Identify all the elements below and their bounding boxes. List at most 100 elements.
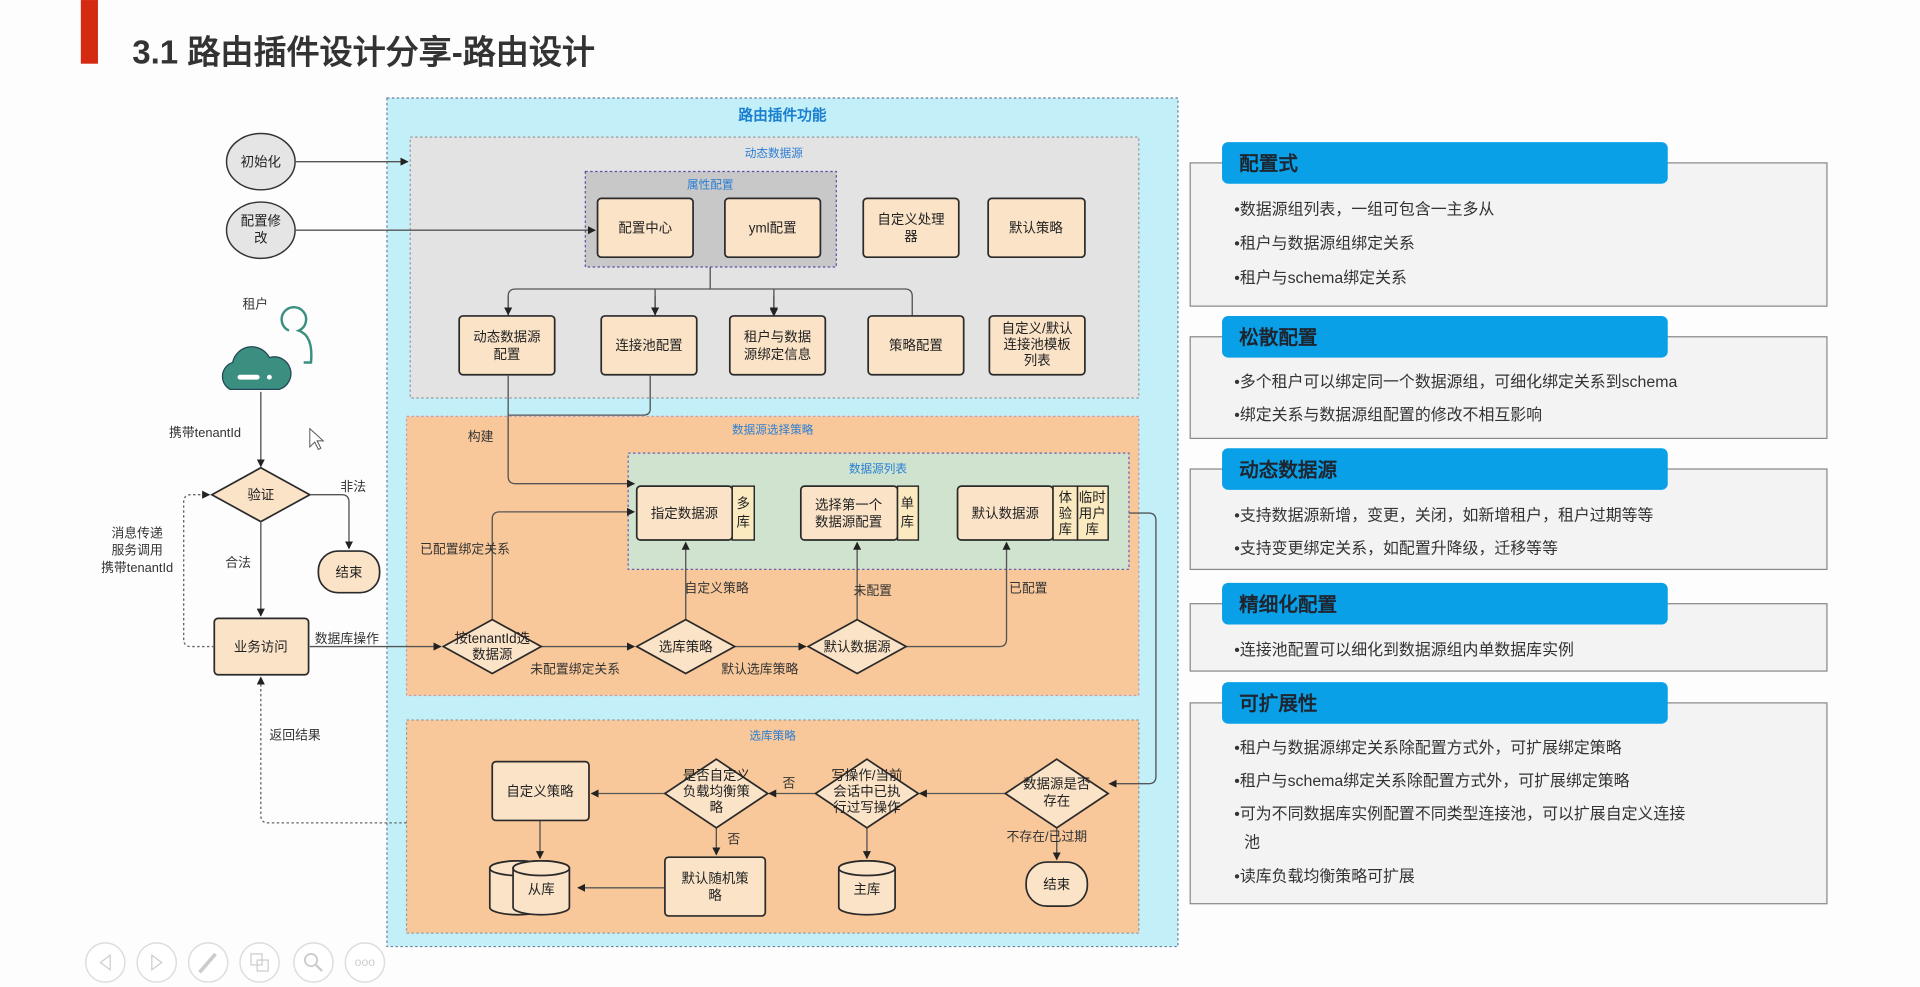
custom-handler-node: 自定义处理器 [862,197,960,259]
svg-text:按tenantId选数据源: 按tenantId选数据源 [454,631,530,662]
bound-label: 已配置绑定关系 [420,542,510,557]
mouse-cursor-icon [309,427,325,451]
svg-text:策略配置: 策略配置 [889,337,943,353]
slide-title: 3.1 路由插件设计分享-路由设计 [132,35,595,72]
svg-text:配置式: 配置式 [1239,152,1298,175]
pen-icon [198,952,217,974]
not-exist-label: 不存在/已过期 [1007,829,1088,844]
prop-config-title: 属性配置 [687,178,734,192]
default-strategy-node: 默认策略 [987,197,1086,259]
svg-text:临时用户库: 临时用户库 [1079,490,1106,537]
svg-text:自定义/默认连接池模板列表: 自定义/默认连接池模板列表 [1002,321,1074,368]
svg-text:默认策略: 默认策略 [1009,220,1063,236]
svg-text:选库策略: 选库策略 [659,638,713,654]
svg-text:从库: 从库 [528,882,555,897]
svg-text:•多个租户可以绑定同一个数据源组，可细化绑定关系到schem: •多个租户可以绑定同一个数据源组，可细化绑定关系到schema [1234,373,1677,391]
message-label: 消息传递服务调用携带tenantId [101,526,173,575]
config-change-node: 配置修改 [225,201,296,260]
pool-template-node: 自定义/默认连接池模板列表 [988,315,1086,376]
svg-text:主库: 主库 [853,882,880,897]
end-node-right: 结束 [1025,861,1089,908]
custom-strategy-node: 自定义策略 [491,760,590,822]
svg-text:体验库: 体验库 [1059,490,1073,537]
svg-text:单库: 单库 [901,496,914,529]
business-access-node[interactable]: 业务访问 [213,617,310,676]
carry-tenant-label: 携带tenantId [169,425,241,440]
svg-text:•读库负载均衡策略可扩展: •读库负载均衡策略可扩展 [1234,868,1415,886]
svg-text:•租户与schema绑定关系除配置方式外，可扩展绑定策略: •租户与schema绑定关系除配置方式外，可扩展绑定策略 [1234,772,1629,790]
card-extensibility: 可扩展性 •租户与数据源绑定关系除配置方式外，可扩展绑定策略 •租户与schem… [1189,682,1828,905]
tenant-label: 租户 [242,297,268,312]
verify-diamond: 验证 [210,466,312,523]
svg-text:默认数据源: 默认数据源 [824,639,891,654]
svg-text:多库: 多库 [737,495,750,529]
more-button[interactable]: ooo [344,942,386,983]
specified-ds-node: 指定数据源 多库 [635,485,756,541]
write-op-diamond: 写操作/当前会话中已执行过写操作 [813,758,920,829]
svg-text:是否自定义负载均衡策略: 是否自定义负载均衡策略 [683,768,751,815]
yml-config-node: yml配置 [724,197,822,259]
slave-db-icon: 从库 [488,859,571,916]
dynamic-ds-title: 动态数据源 [745,146,804,160]
svg-text:•可为不同数据库实例配置不同类型连接池，可以扩展自定义连接: •可为不同数据库实例配置不同类型连接池，可以扩展自定义连接 [1234,805,1685,823]
card-config: 配置式 •数据源组列表，一组可包含一主多从 •租户与数据源组绑定关系 •租户与s… [1189,142,1828,307]
pen-button[interactable] [187,942,229,983]
svg-text:•连接池配置可以细化到数据源组内单数据库实例: •连接池配置可以细化到数据源组内单数据库实例 [1234,641,1574,659]
svg-text:•支持变更绑定关系，如配置升降级，迁移等等: •支持变更绑定关系，如配置升降级，迁移等等 [1234,540,1558,558]
svg-text:初始化: 初始化 [241,155,281,170]
not-configured-label: 未配置 [853,583,892,598]
svg-text:自定义策略: 自定义策略 [506,783,574,799]
svg-text:•支持数据源新增，变更，关闭，如新增租户，租户过期等等: •支持数据源新增，变更，关闭，如新增租户，租户过期等等 [1234,506,1653,524]
svg-text:结束: 结束 [336,565,363,580]
svg-text:动态数据源: 动态数据源 [1239,458,1337,481]
ds-exists-diamond: 数据源是否存在 [1003,758,1110,829]
slides-button[interactable] [239,942,280,983]
illegal-label: 非法 [340,479,366,494]
svg-text:•租户与数据源组绑定关系: •租户与数据源组绑定关系 [1234,235,1415,253]
next-icon [151,953,163,972]
init-node: 初始化 [225,132,296,191]
svg-text:池: 池 [1244,833,1260,851]
pool-config-node: 连接池配置 [600,315,698,376]
prev-slide-button[interactable] [84,942,126,983]
title-accent-bar [80,0,98,64]
config-center-node: 配置中心 [596,197,694,259]
svg-text:•数据源组列表，一组可包含一主多从: •数据源组列表，一组可包含一主多从 [1234,200,1494,218]
end-node-left: 结束 [317,550,381,594]
no-label-2: 否 [727,832,740,847]
more-icon: ooo [355,955,376,969]
ds-list-title: 数据源列表 [849,462,908,476]
svg-text:•绑定关系与数据源组配置的修改不相互影响: •绑定关系与数据源组配置的修改不相互影响 [1234,406,1542,424]
svg-text:指定数据源: 指定数据源 [651,506,718,521]
legal-label: 合法 [225,555,251,570]
tenant-cloud-user-icon [221,306,313,391]
routing-plugin-title: 路由插件功能 [738,106,826,124]
ds-config-node: 动态数据源配置 [458,315,556,376]
svg-text:可扩展性: 可扩展性 [1239,692,1317,715]
build-label: 构建 [468,429,494,444]
svg-text:结束: 结束 [1043,877,1070,892]
select-strategy-diamond: 选库策略 [634,618,737,675]
svg-text:配置中心: 配置中心 [618,221,672,236]
zoom-icon [303,952,319,968]
prev-icon [99,953,111,972]
tenant-binding-node: 租户与数据源绑定信息 [728,315,827,376]
zoom-button[interactable] [293,942,334,983]
svg-text:•租户与数据源绑定关系除配置方式外，可扩展绑定策略: •租户与数据源绑定关系除配置方式外，可扩展绑定策略 [1234,739,1621,757]
svg-text:yml配置: yml配置 [749,221,797,236]
svg-text:数据源是否存在: 数据源是否存在 [1023,777,1090,809]
svg-text:配置修改: 配置修改 [241,213,282,245]
next-slide-button[interactable] [136,942,178,983]
db-select-title: 选库策略 [749,729,796,743]
svg-text:松散配置: 松散配置 [1239,326,1317,349]
strategy-config-node: 策略配置 [867,315,965,376]
card-fine-config: 精细化配置 •连接池配置可以细化到数据源组内单数据库实例 [1189,582,1828,672]
svg-text:选择第一个数据源配置: 选择第一个数据源配置 [815,496,883,529]
random-strategy-node: 默认随机策略 [664,856,767,917]
svg-text:租户与数据源绑定信息: 租户与数据源绑定信息 [744,329,811,362]
svg-text:•租户与schema绑定关系: •租户与schema绑定关系 [1234,269,1407,287]
default-select-label: 默认选库策略 [721,662,798,677]
